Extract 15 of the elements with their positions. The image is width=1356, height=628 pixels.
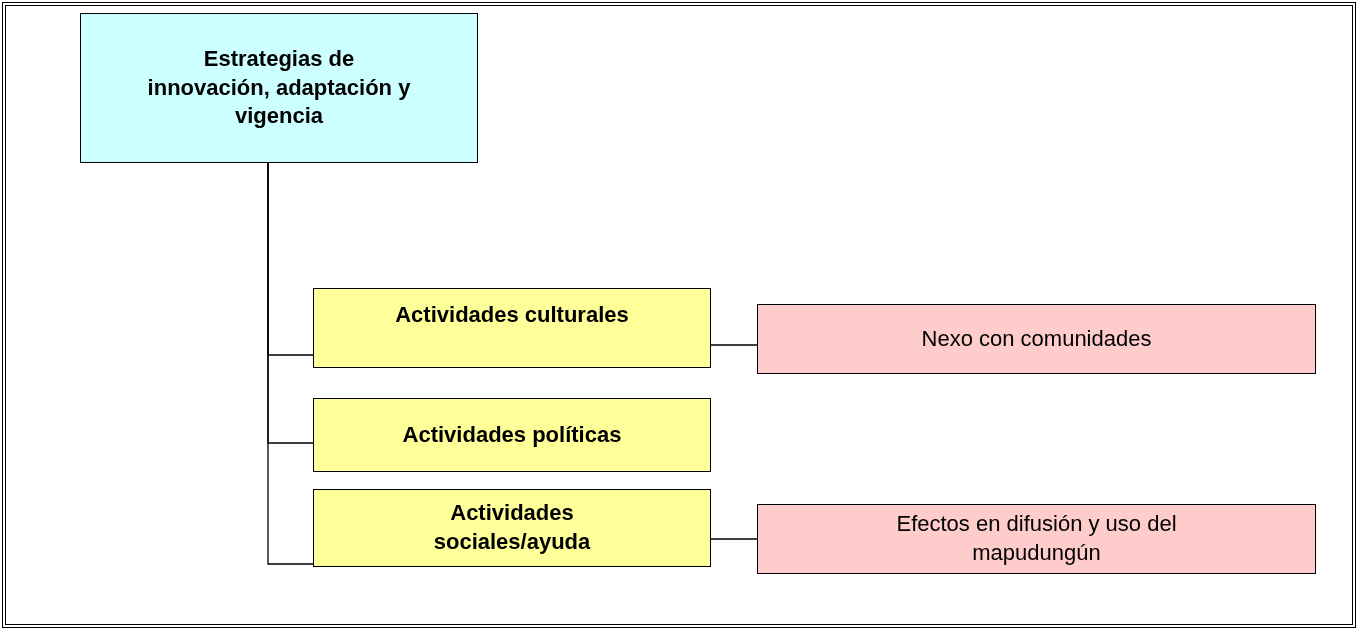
connector-line xyxy=(710,344,758,346)
node-label: Actividades sociales/ayuda xyxy=(432,499,592,556)
effect-box xyxy=(757,304,1316,374)
effect-box xyxy=(757,504,1316,574)
activity-box xyxy=(313,489,711,567)
node-label: Estrategias de innovación, adaptación y vigencia xyxy=(146,45,412,131)
node-label: Actividades políticas xyxy=(402,420,622,449)
node-label: Nexo con comunidades xyxy=(921,324,1152,353)
activity-box xyxy=(313,398,711,472)
activity-box xyxy=(313,288,711,368)
connector-line xyxy=(267,162,314,565)
connector-line xyxy=(710,538,758,540)
node-label: Actividades culturales xyxy=(395,301,629,329)
root-box xyxy=(80,13,478,163)
node-label: Efectos en difusión y uso del mapudungún xyxy=(895,510,1178,567)
